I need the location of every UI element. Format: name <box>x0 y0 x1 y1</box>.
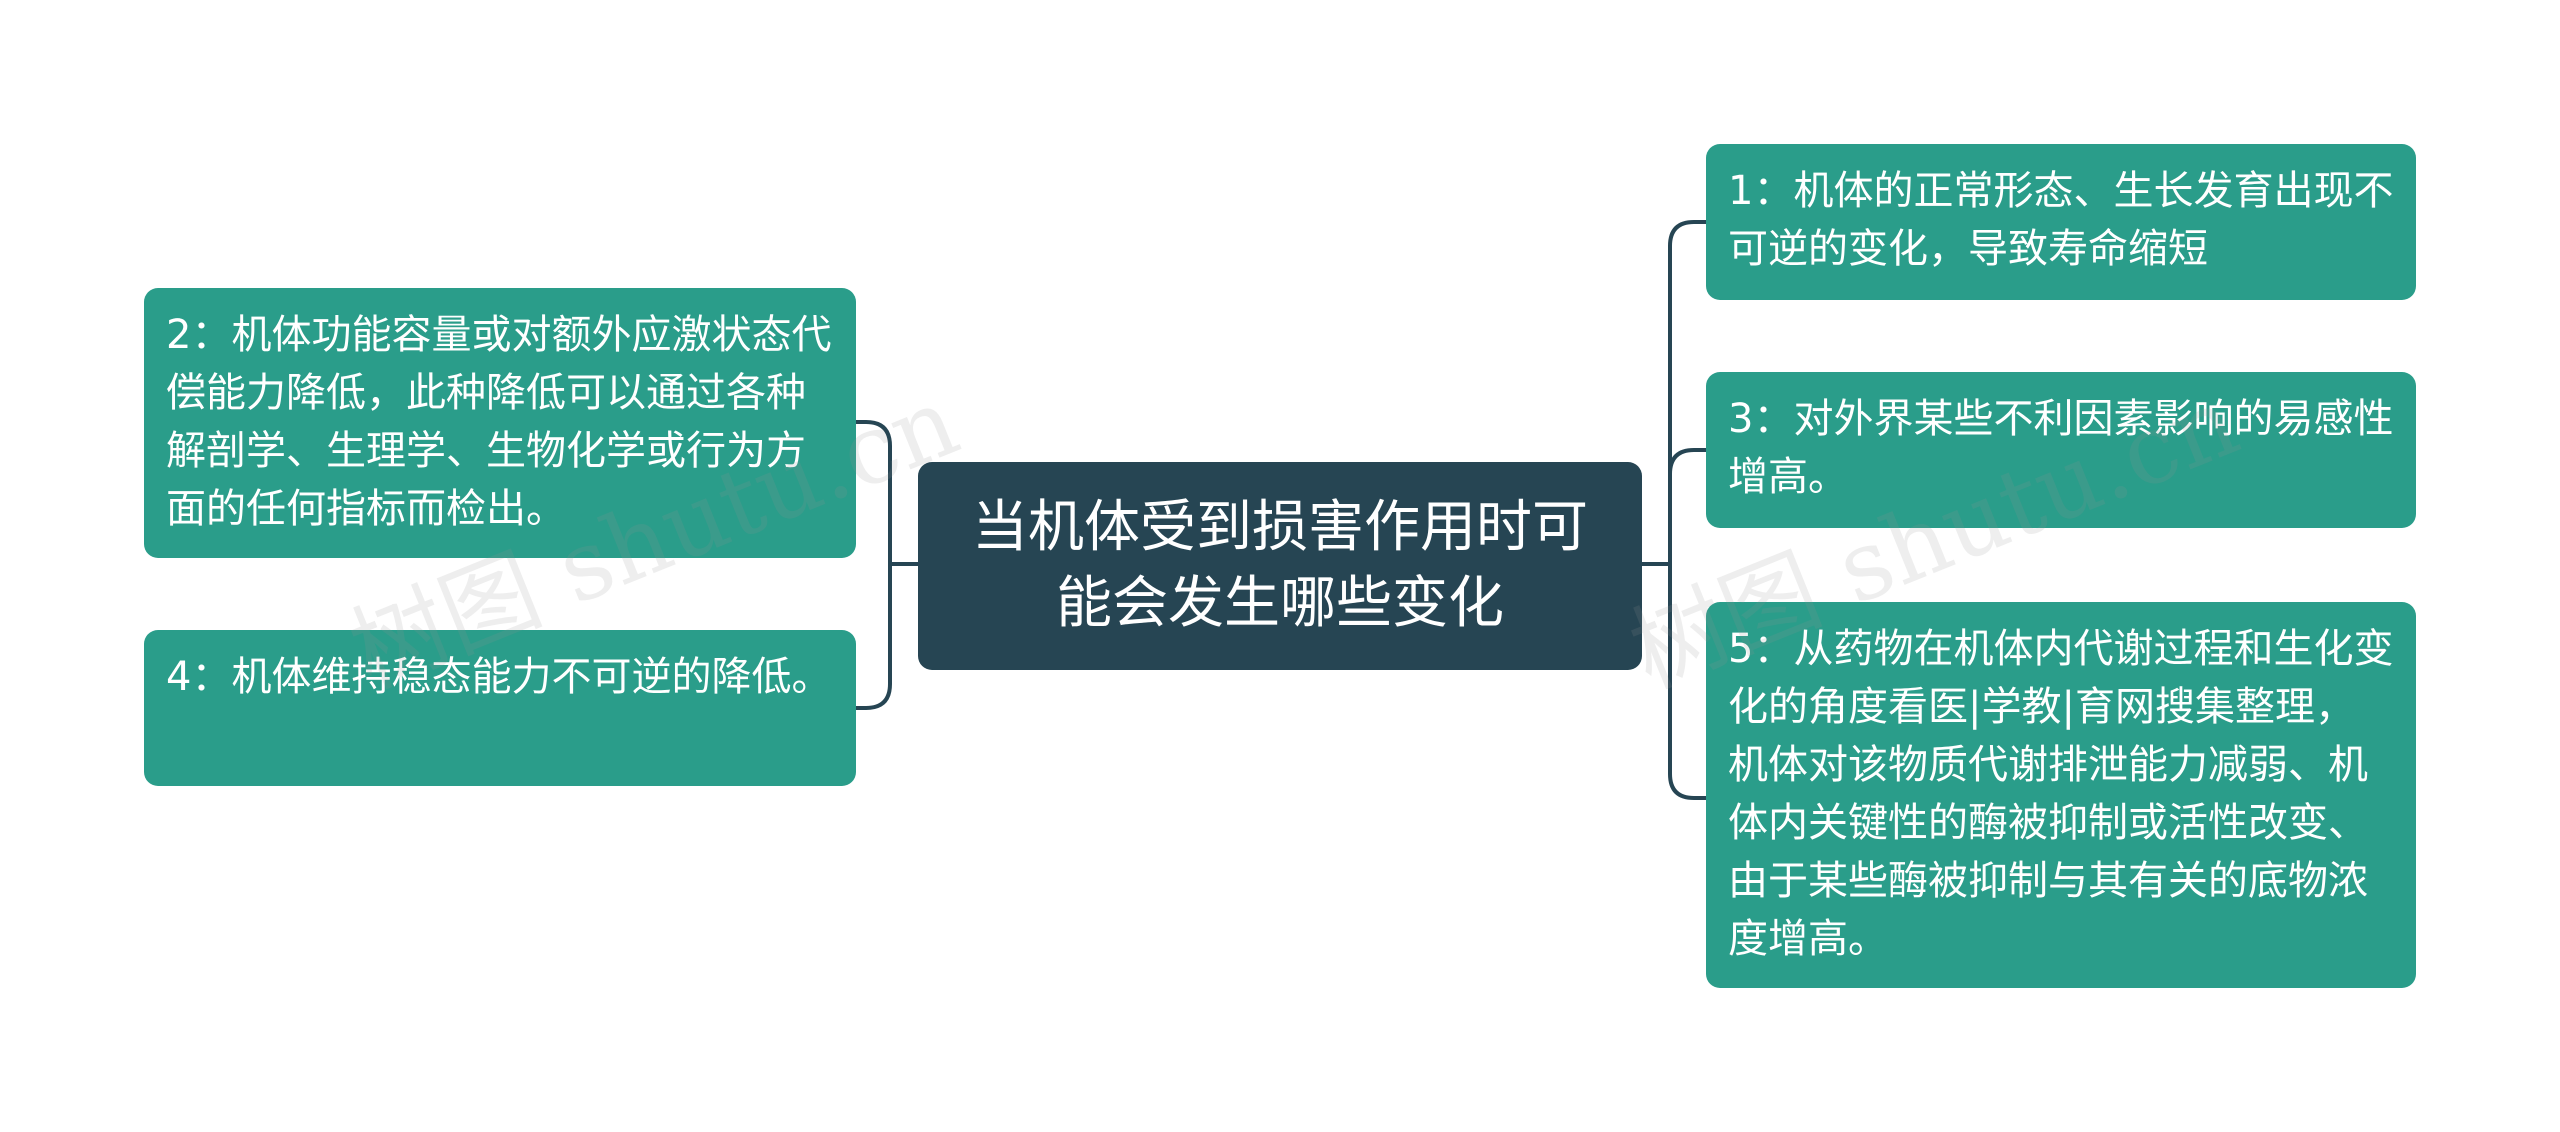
topic-node-4-text: 4：机体维持稳态能力不可逆的降低。 <box>166 654 832 700</box>
connector-right-branch-1 <box>1668 220 1706 564</box>
root-topic-text: 当机体受到损害作用时可能会发生哪些变化 <box>972 495 1588 636</box>
topic-node-2[interactable]: 2：机体功能容量或对额外应激状态代偿能力降低，此种降低可以通过各种解剖学、生理学… <box>144 288 856 558</box>
connector-right-branch-5 <box>1668 564 1706 800</box>
topic-node-1-text: 1：机体的正常形态、生长发育出现不可逆的变化，导致寿命缩短 <box>1728 168 2394 272</box>
connector-left-branch-1 <box>856 420 892 564</box>
topic-node-5[interactable]: 5：从药物在机体内代谢过程和生化变化的角度看医|学教|育网搜集整理，机体对该物质… <box>1706 602 2416 988</box>
topic-node-5-text: 5：从药物在机体内代谢过程和生化变化的角度看医|学教|育网搜集整理，机体对该物质… <box>1728 626 2394 962</box>
connector-right-branch-3 <box>1668 448 1706 564</box>
root-topic-node[interactable]: 当机体受到损害作用时可能会发生哪些变化 <box>918 462 1642 670</box>
topic-node-1[interactable]: 1：机体的正常形态、生长发育出现不可逆的变化，导致寿命缩短 <box>1706 144 2416 300</box>
topic-node-2-text: 2：机体功能容量或对额外应激状态代偿能力降低，此种降低可以通过各种解剖学、生理学… <box>166 312 832 532</box>
topic-node-3-text: 3：对外界某些不利因素影响的易感性增高。 <box>1728 396 2394 500</box>
connector-left-branch-2 <box>856 564 892 710</box>
topic-node-4[interactable]: 4：机体维持稳态能力不可逆的降低。 <box>144 630 856 786</box>
topic-node-3[interactable]: 3：对外界某些不利因素影响的易感性增高。 <box>1706 372 2416 528</box>
